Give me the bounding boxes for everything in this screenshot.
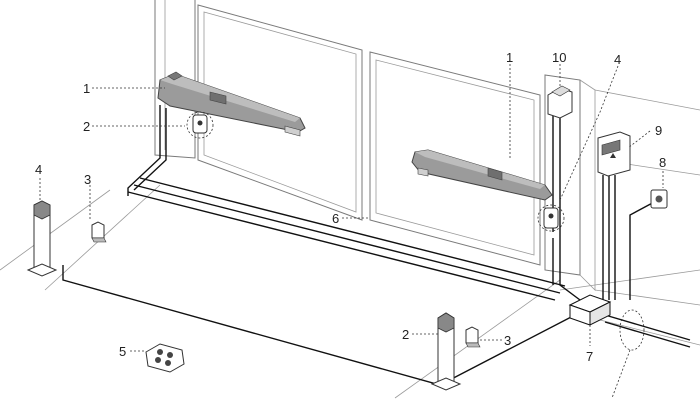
callout-4-right: 4 [614, 52, 621, 67]
control-unit [597, 131, 631, 177]
mains-detail-circle [619, 309, 645, 351]
callout-2-left: 2 [83, 119, 90, 134]
callout-3-front: 3 [504, 333, 511, 348]
left-motor [157, 71, 306, 137]
front-wall-photocell [465, 326, 481, 348]
callout-3-left: 3 [84, 172, 91, 187]
callout-5: 5 [119, 344, 126, 359]
callout-10: 10 [552, 50, 566, 65]
left-photocell [186, 111, 214, 139]
front-photocell-column [430, 312, 462, 391]
junction-box [568, 294, 612, 326]
left-photocell-column [26, 200, 58, 277]
left-wall-photocell [91, 221, 107, 243]
callout-labels: 1 2 4 3 5 6 1 10 4 9 8 2 3 7 [35, 50, 666, 364]
cable-runs [62, 105, 691, 386]
flashing-light [539, 85, 573, 130]
callout-4-left: 4 [35, 162, 42, 177]
callout-8: 8 [659, 155, 666, 170]
right-motor [411, 149, 553, 201]
right-photocell-bracket [537, 204, 565, 232]
callout-1-right: 1 [506, 50, 513, 65]
callout-2-front: 2 [402, 327, 409, 342]
right-wall [594, 89, 700, 306]
key-selector [650, 189, 668, 209]
callout-6: 6 [332, 211, 339, 226]
remote-control-icon [145, 343, 185, 373]
callout-9: 9 [655, 123, 662, 138]
callout-7: 7 [586, 349, 593, 364]
leader-lines [39, 64, 664, 399]
callout-1-left: 1 [83, 81, 90, 96]
